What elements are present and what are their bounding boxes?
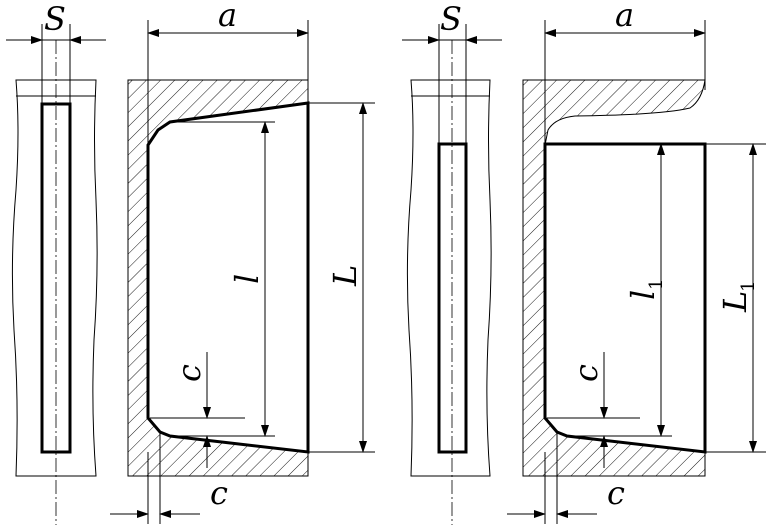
- right-label-a: a: [615, 0, 634, 34]
- right-label-c-vertical: c: [567, 364, 605, 382]
- left-label-s: S: [44, 0, 66, 38]
- right-label-L1-main: L: [716, 291, 754, 313]
- right-hatched-body: [522, 79, 706, 477]
- left-label-L: L: [326, 265, 364, 287]
- left-label-l: l: [228, 274, 266, 284]
- left-label-c-horizontal: c: [210, 474, 228, 512]
- left-figure: [6, 20, 375, 525]
- right-figure: [402, 20, 766, 525]
- right-label-l1: l 1: [624, 279, 667, 300]
- left-label-a: a: [218, 0, 237, 34]
- left-side-section: [6, 24, 106, 525]
- right-label-s: S: [440, 0, 462, 38]
- right-side-section: [402, 24, 502, 525]
- left-hatched-body: [127, 79, 309, 477]
- right-label-L1-sub: 1: [738, 281, 759, 292]
- right-label-l1-sub: 1: [646, 279, 667, 290]
- right-label-c-horizontal: c: [607, 474, 625, 512]
- right-label-L1: L 1: [716, 281, 759, 313]
- left-label-c-vertical: c: [170, 364, 208, 382]
- left-plate: [146, 101, 310, 454]
- right-label-l1-main: l: [624, 290, 662, 300]
